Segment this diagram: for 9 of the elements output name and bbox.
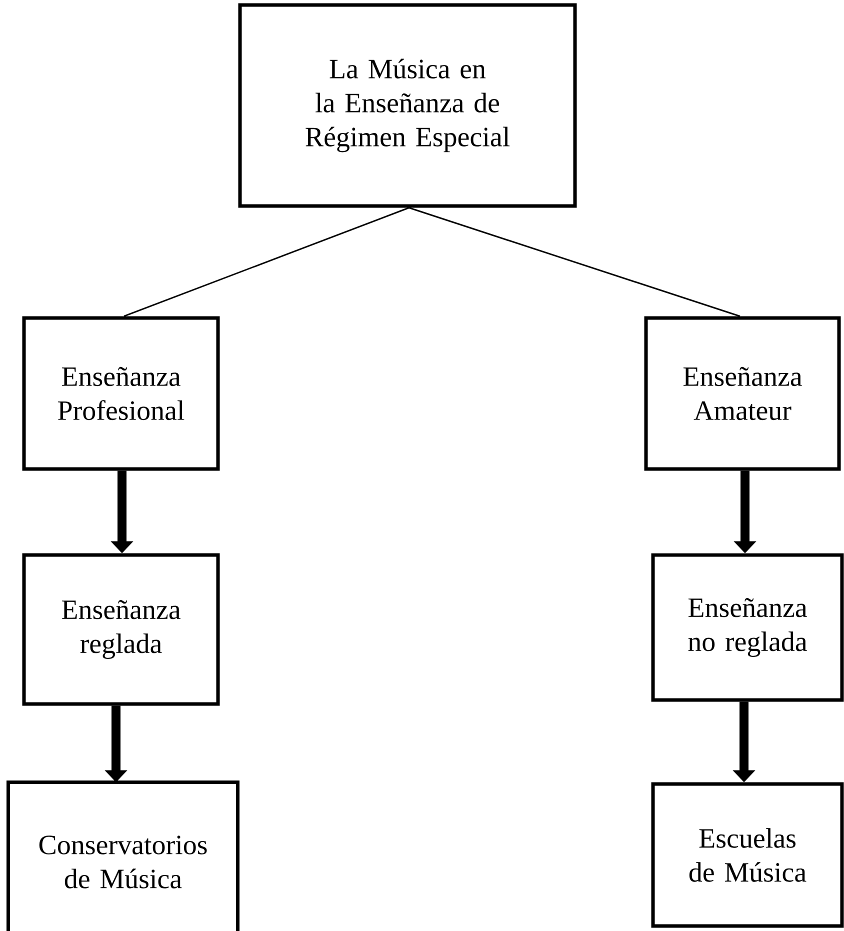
text-box: La Música en la Enseñanza de Régimen Especial <box>238 3 577 208</box>
text-box: Escuelas de Música <box>651 782 844 928</box>
text-box: Enseñanza reglada <box>22 553 220 706</box>
text-box: Enseñanza Profesional <box>22 316 220 471</box>
text-box: Enseñanza no reglada <box>651 553 844 702</box>
connector-line <box>124 207 410 317</box>
text-box: Enseñanza Amateur <box>644 316 841 471</box>
connector-line <box>408 207 740 317</box>
text-box: Conservatorios de Música <box>6 780 240 931</box>
